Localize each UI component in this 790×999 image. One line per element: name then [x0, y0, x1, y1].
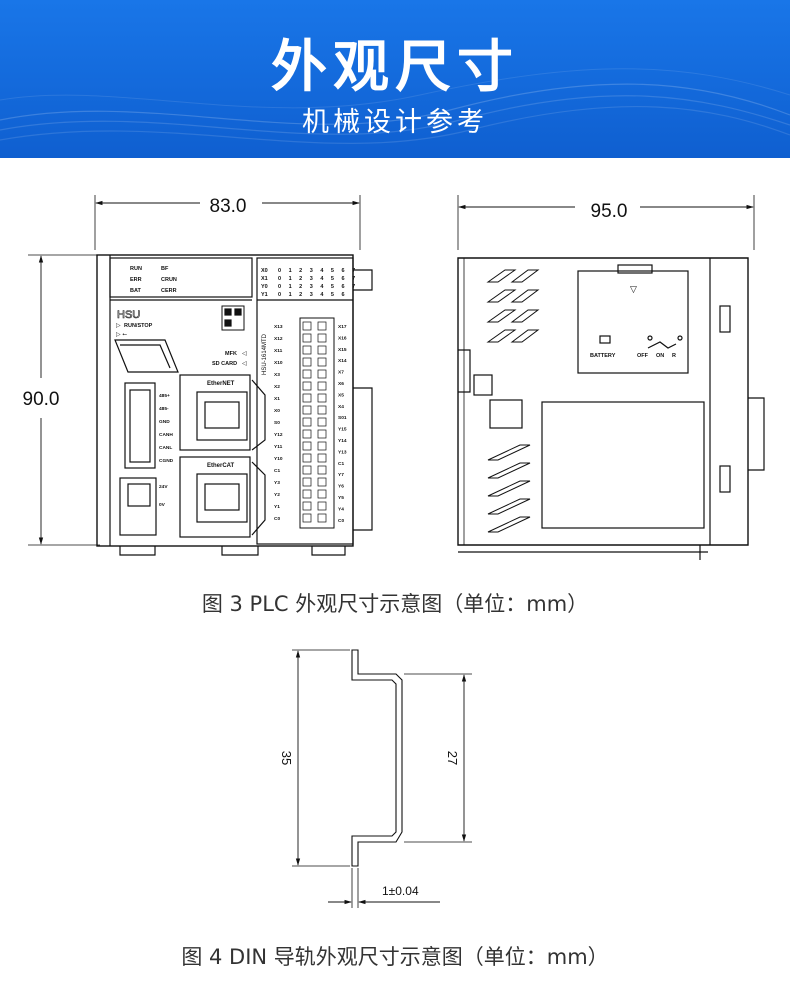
- terminal-label: X12: [274, 336, 283, 342]
- label-canh: CANH: [159, 432, 173, 438]
- led-err: ERR: [130, 277, 142, 283]
- led-run: RUN: [130, 266, 142, 272]
- triangle-down-icon: ▽: [630, 284, 637, 294]
- terminal-label: X13: [274, 324, 283, 330]
- header-banner: 外观尺寸 机械设计参考: [0, 0, 790, 158]
- ethernet-port-label: EtherNET: [207, 381, 235, 387]
- terminal-label: Y12: [274, 432, 283, 438]
- terminal-label: S0: [274, 420, 280, 426]
- terminal-label: S01: [338, 415, 347, 421]
- label-485p: 485+: [159, 393, 170, 399]
- terminal-label: X2: [274, 384, 280, 390]
- switch-on-label: ON: [656, 353, 664, 359]
- rs485-labels: 485+ 485- GND CANH CANL CGND 24V 0V: [159, 393, 174, 508]
- io-row-name: X0: [261, 268, 268, 274]
- terminal-label: X7: [338, 370, 344, 376]
- terminal-label: C1: [338, 461, 344, 467]
- io-row-name: X1: [261, 276, 268, 282]
- led-bat: BAT: [130, 288, 142, 294]
- din-rail-figure: [292, 649, 472, 908]
- ethercat-port-label: EtherCAT: [207, 463, 235, 469]
- terminal-label: X5: [338, 392, 344, 398]
- terminal-label: X16: [338, 335, 347, 341]
- io-row-values: 0 1 2 3 4 5 6 7: [278, 276, 358, 282]
- page-subtitle: 机械设计参考: [302, 107, 488, 138]
- terminal-label: Y5: [338, 495, 344, 501]
- brand-logo: HSU: [117, 309, 140, 321]
- terminal-label: Y13: [338, 449, 347, 455]
- terminal-label: Y4: [338, 506, 344, 512]
- io-status-rows: X0 0 1 2 3 4 5 6 7 X1 0 1 2 3 4 5 6 7 Y0…: [261, 268, 358, 298]
- io-row-values: 0 1 2 3 4 5 6 7: [278, 268, 358, 274]
- triangle-left-icon: ◁: [242, 351, 247, 357]
- page-title: 外观尺寸: [271, 35, 519, 100]
- led-bf: BF: [161, 266, 169, 272]
- label-485n: 485-: [159, 406, 169, 412]
- led-labels: RUN BF ERR CRUN BAT CERR: [130, 266, 177, 294]
- label-cgnd: CGND: [159, 458, 174, 464]
- figure-3-caption: 图 3 PLC 外观尺寸示意图（单位：mm）: [201, 592, 589, 616]
- terminal-label: X1: [274, 396, 280, 402]
- terminal-label: Y15: [338, 427, 347, 433]
- terminal-label: X11: [274, 348, 283, 354]
- terminal-screws: [302, 321, 327, 523]
- side-view: [457, 195, 765, 560]
- triangle-left-icon: ◁: [242, 361, 247, 367]
- triangle-right-icon: ▷: [116, 323, 121, 329]
- terminal-label: Y14: [338, 438, 347, 444]
- side-width-dimension: 95.0: [591, 201, 628, 222]
- io-row-values: 0 1 2 3 4 5 6: [278, 292, 348, 298]
- terminal-label: X15: [338, 347, 347, 353]
- terminal-label: Y7: [338, 472, 344, 478]
- terminal-label: C0: [274, 516, 280, 522]
- terminal-label: X10: [274, 360, 283, 366]
- front-width-dimension: 83.0: [210, 196, 247, 217]
- terminal-label: Y11: [274, 444, 283, 450]
- terminal-labels-right: X17X16X15X14X7X6X5X4S01Y15Y14Y13C1Y7Y6Y5…: [338, 324, 347, 524]
- terminal-label: Y6: [338, 484, 344, 490]
- terminal-labels-left: X13X12X11X10X3X2X1X0S0Y12Y11Y10C1Y3Y2Y1C…: [274, 324, 283, 522]
- din-total-dimension: 35: [279, 751, 294, 765]
- terminal-label: X6: [338, 381, 344, 387]
- sd-card-label: SD CARD: [212, 361, 237, 367]
- usb-icon: ▷ ⭠: [116, 332, 127, 338]
- banner-wave-decoration: [0, 68, 790, 145]
- led-crun: CRUN: [161, 277, 177, 283]
- battery-label: BATTERY: [590, 353, 616, 359]
- terminal-label: X3: [274, 372, 280, 378]
- figure-4-caption: 图 4 DIN 导轨外观尺寸示意图（单位：mm）: [181, 945, 609, 969]
- terminal-label: Y3: [274, 480, 280, 486]
- label-canl: CANL: [159, 445, 172, 451]
- label-24v: 24V: [159, 484, 168, 490]
- switch-r-label: R: [672, 353, 676, 359]
- terminal-label: Y10: [274, 456, 283, 462]
- terminal-label: C1: [274, 468, 280, 474]
- io-row-name: Y0: [261, 284, 268, 290]
- terminal-label: C0: [338, 518, 344, 524]
- mfk-label: MFK: [225, 351, 237, 357]
- model-label: HSU-1614MTD: [262, 333, 268, 375]
- terminal-label: X17: [338, 324, 347, 330]
- terminal-label: X0: [274, 408, 280, 414]
- front-height-dimension: 90.0: [23, 389, 60, 410]
- front-view: [28, 195, 373, 556]
- terminal-label: X14: [338, 358, 347, 364]
- switch-off-label: OFF: [637, 353, 649, 359]
- label-0v: 0V: [159, 502, 166, 508]
- terminal-label: X4: [338, 404, 344, 410]
- din-thickness-dimension: 1±0.04: [382, 884, 419, 898]
- run-stop-label: RUN/STOP: [124, 323, 153, 329]
- led-cerr: CERR: [161, 288, 177, 294]
- terminal-label: Y2: [274, 492, 280, 498]
- label-gnd: GND: [159, 419, 170, 425]
- io-row-values: 0 1 2 3 4 5 6 7: [278, 284, 358, 290]
- terminal-label: Y1: [274, 504, 280, 510]
- io-row-name: Y1: [261, 292, 268, 298]
- din-inner-dimension: 27: [445, 751, 460, 765]
